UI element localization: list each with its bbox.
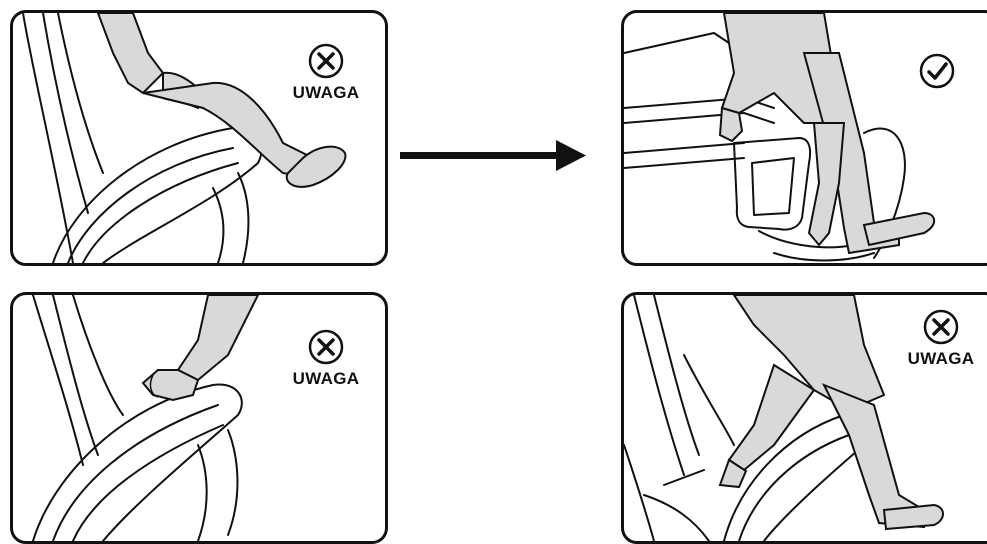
panel-bottom-left: UWAGA xyxy=(10,292,388,544)
warning-label: UWAGA xyxy=(896,349,986,369)
x-circle-icon xyxy=(308,329,344,365)
x-circle-icon xyxy=(308,43,344,79)
warning-badge: UWAGA xyxy=(281,43,371,103)
check-circle-icon xyxy=(919,53,955,89)
illustration-correct-stepping xyxy=(624,13,987,263)
warning-label: UWAGA xyxy=(281,369,371,389)
warning-badge: UWAGA xyxy=(896,309,986,369)
panel-top-left: UWAGA xyxy=(10,10,388,266)
panel-top-right xyxy=(621,10,987,266)
x-circle-icon xyxy=(923,309,959,345)
warning-label: UWAGA xyxy=(281,83,371,103)
right-arrow-icon xyxy=(398,138,588,174)
warning-badge: UWAGA xyxy=(281,329,371,389)
correct-badge xyxy=(912,53,962,89)
panel-bottom-right: UWAGA xyxy=(621,292,987,544)
